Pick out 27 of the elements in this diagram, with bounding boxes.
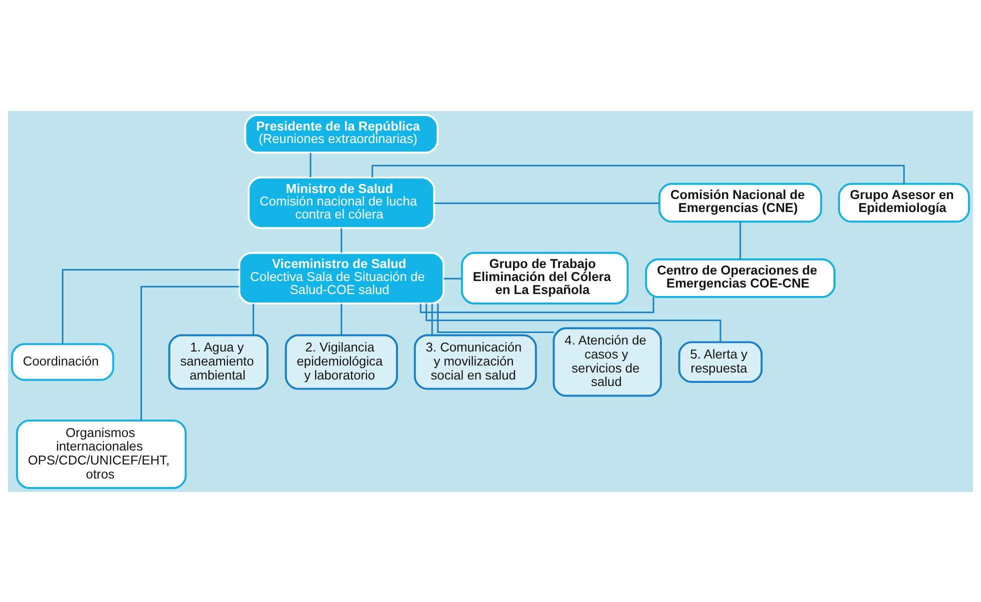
- node-box: 2. Vigilancia epidemiológica y laboratorio: [284, 334, 398, 390]
- node-box: 1. Agua y saneamiento ambiental: [168, 334, 268, 390]
- connector: [62, 268, 240, 344]
- node-box: Viceministro de Salud Colectiva Sala de Situación de Salud-COE salud: [238, 251, 445, 304]
- connector: [444, 277, 462, 279]
- node-box: Grupo Asesor en Epidemiología: [838, 182, 970, 222]
- connector: [140, 285, 239, 420]
- node-box: Centro de Operaciones de Emergencias COE-CNE: [645, 258, 836, 298]
- connector: [372, 164, 905, 184]
- node-box: Ministro de Salud Comisión nacional de lucha contra el cólera: [248, 176, 436, 229]
- connector: [252, 303, 254, 335]
- connector: [434, 202, 660, 204]
- connector: [340, 228, 342, 252]
- connector: [437, 303, 554, 332]
- node-box: Comisión Nacional de Emergencias (CNE): [658, 182, 822, 222]
- connector: [426, 303, 722, 342]
- node-box: Coordinación: [11, 342, 114, 380]
- node-box: Organismos internacionales OPS/CDC/UNICEF/EHT, otros: [16, 419, 187, 489]
- node-box: 5. Alerta y respuesta: [678, 340, 763, 382]
- connector: [740, 221, 742, 259]
- node-box: Grupo de Trabajo Eliminación del Cólera en La Española: [460, 251, 629, 304]
- node-box: 4. Atención de casos y servicios de salud: [552, 326, 662, 396]
- connector: [340, 303, 342, 335]
- connector: [310, 152, 312, 177]
- connector: [431, 303, 433, 335]
- node-box: 3. Comunicación y movilización social en salud: [414, 334, 537, 390]
- node-box: Presidente de la República (Reuniones extraordinarias): [244, 113, 439, 154]
